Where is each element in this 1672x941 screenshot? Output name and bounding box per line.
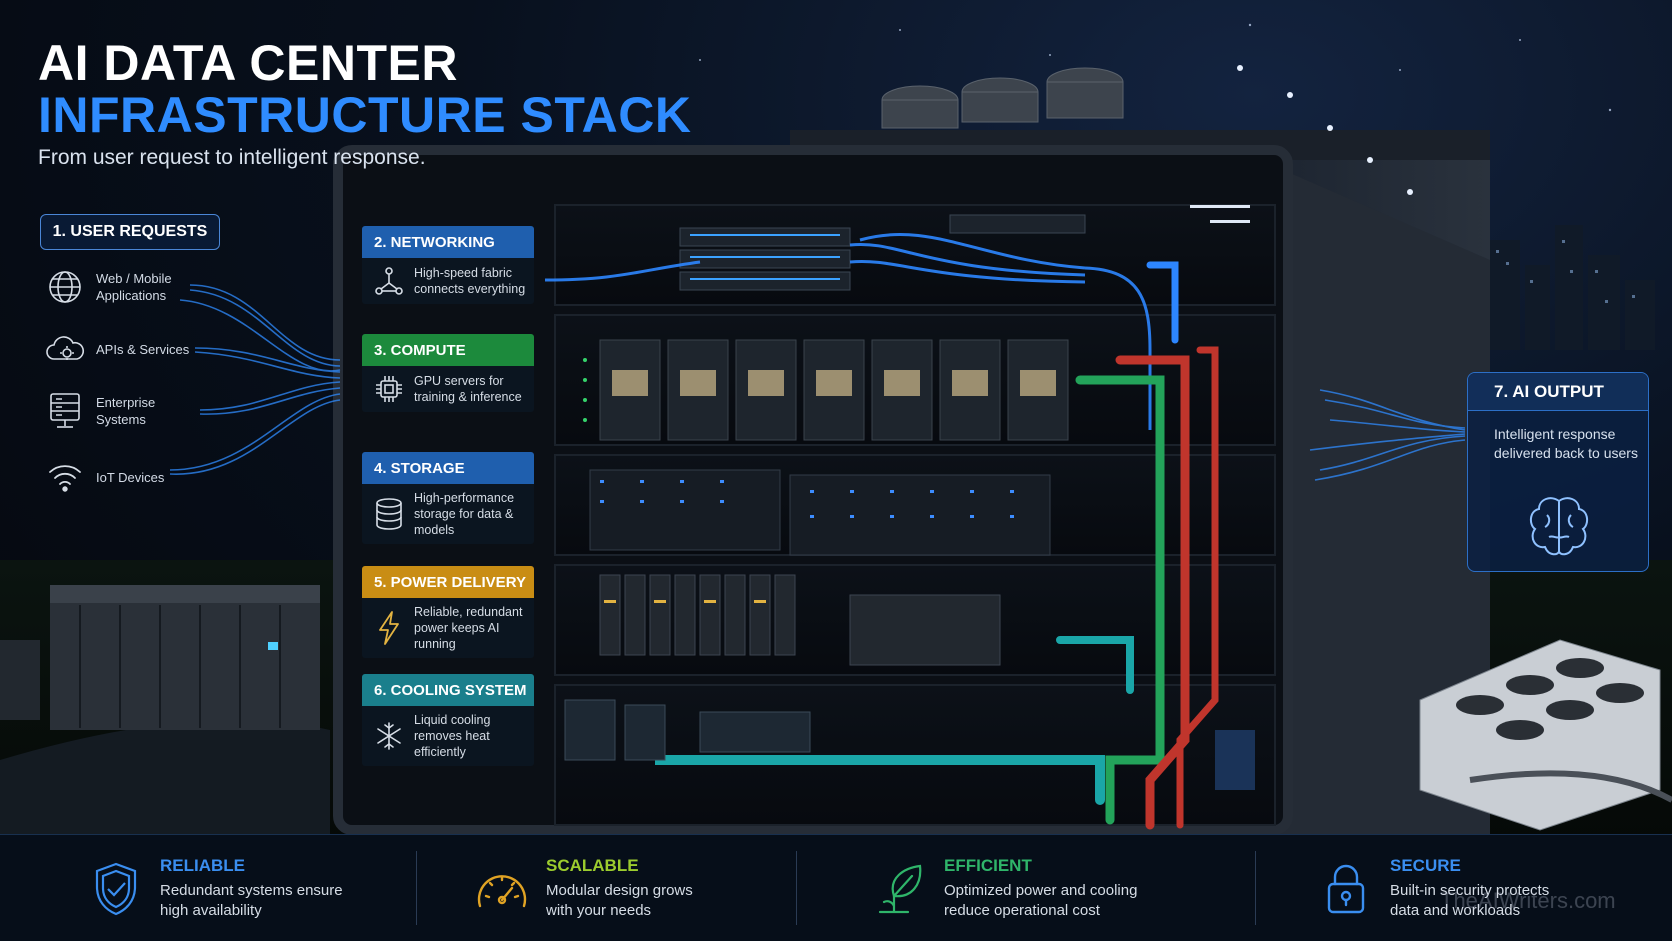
request-source-iot: IoT Devices — [44, 456, 206, 498]
ai-output-title: 7. AI OUTPUT — [1468, 373, 1648, 411]
request-source-enterprise: Enterprise Systems — [44, 390, 206, 432]
request-source-label: Enterprise Systems — [96, 395, 156, 427]
user-requests-badge: 1. USER REQUESTS — [40, 214, 220, 250]
feature-efficient: EFFICIENT Optimized power and cooling re… — [872, 835, 1137, 941]
title-line-1: AI DATA CENTER — [38, 35, 458, 91]
padlock-icon — [1318, 859, 1374, 919]
layer-power-delivery: 5. POWER DELIVERY Reliable, redundant po… — [362, 566, 534, 658]
request-source-apis: APIs & Services — [44, 328, 206, 370]
feature-description-line1: Built-in security protects — [1390, 882, 1550, 899]
lightning-icon — [372, 611, 406, 645]
layer-description: High-performance storage for data & mode… — [414, 491, 515, 537]
layer-description: Liquid cooling removes heat efficiently — [414, 713, 491, 759]
request-source-label: Web / Mobile Applications — [96, 271, 172, 303]
feature-title: SCALABLE — [546, 856, 639, 875]
layer-networking: 2. NETWORKING High-speed fabric connects… — [362, 226, 534, 304]
cloud-gear-icon — [44, 328, 86, 370]
feature-divider — [416, 851, 417, 925]
feature-divider — [796, 851, 797, 925]
gauge-icon — [474, 859, 530, 919]
layer-title: 5. POWER DELIVERY — [362, 566, 534, 598]
snowflake-icon — [372, 719, 406, 753]
layer-title: 6. COOLING SYSTEM — [362, 674, 534, 706]
leaf-icon — [872, 859, 928, 919]
layer-description: GPU servers for training & inference — [414, 374, 522, 404]
watermark: TheAIWriters.com — [1440, 888, 1616, 913]
feature-description-line1: Optimized power and cooling — [944, 882, 1138, 899]
request-source-web-mobile: Web / Mobile Applications — [44, 266, 206, 308]
ai-output-description: Intelligent response delivered back to u… — [1494, 426, 1638, 461]
feature-description-line2: high availability — [160, 902, 262, 919]
chip-icon — [372, 372, 406, 406]
wifi-icon — [44, 456, 86, 498]
feature-title: RELIABLE — [160, 856, 245, 875]
request-source-label: IoT Devices — [96, 469, 165, 485]
subtitle: From user request to intelligent respons… — [38, 146, 426, 169]
feature-description-line1: Modular design grows — [546, 882, 693, 899]
layer-description: High-speed fabric connects everything — [414, 266, 526, 296]
shield-check-icon — [88, 859, 144, 919]
globe-icon — [44, 266, 86, 308]
feature-description-line2: reduce operational cost — [944, 902, 1100, 919]
layer-title: 2. NETWORKING — [362, 226, 534, 258]
ai-output-panel: 7. AI OUTPUT Intelligent response delive… — [1467, 372, 1649, 572]
layer-storage: 4. STORAGE High-performance storage for … — [362, 452, 534, 544]
feature-description-line2: data and workloads — [1390, 902, 1521, 919]
layer-description: Reliable, redundant power keeps AI runni… — [414, 605, 523, 651]
feature-scalable: SCALABLE Modular design grows with your … — [474, 835, 693, 941]
feature-secure: SECURE Built-in security protects data a… — [1318, 835, 1549, 941]
server-terminal-icon — [44, 390, 86, 432]
feature-title: SECURE — [1390, 856, 1461, 875]
request-source-label: APIs & Services — [96, 341, 190, 357]
layer-compute: 3. COMPUTE GPU servers for training & in… — [362, 334, 534, 412]
feature-title: EFFICIENT — [944, 856, 1032, 875]
feature-divider — [1255, 851, 1256, 925]
feature-bar: RELIABLE Redundant systems ensure high a… — [0, 834, 1672, 941]
brain-icon — [1523, 493, 1595, 563]
layer-cooling-system: 6. COOLING SYSTEM Liquid cooling removes… — [362, 674, 534, 766]
layer-title: 4. STORAGE — [362, 452, 534, 484]
feature-reliable: RELIABLE Redundant systems ensure high a… — [88, 835, 343, 941]
network-nodes-icon — [372, 264, 406, 298]
title-line-2: INFRASTRUCTURE STACK — [38, 87, 692, 143]
layer-title: 3. COMPUTE — [362, 334, 534, 366]
feature-description-line2: with your needs — [546, 902, 652, 919]
database-icon — [372, 497, 406, 531]
feature-description-line1: Redundant systems ensure — [160, 882, 343, 899]
